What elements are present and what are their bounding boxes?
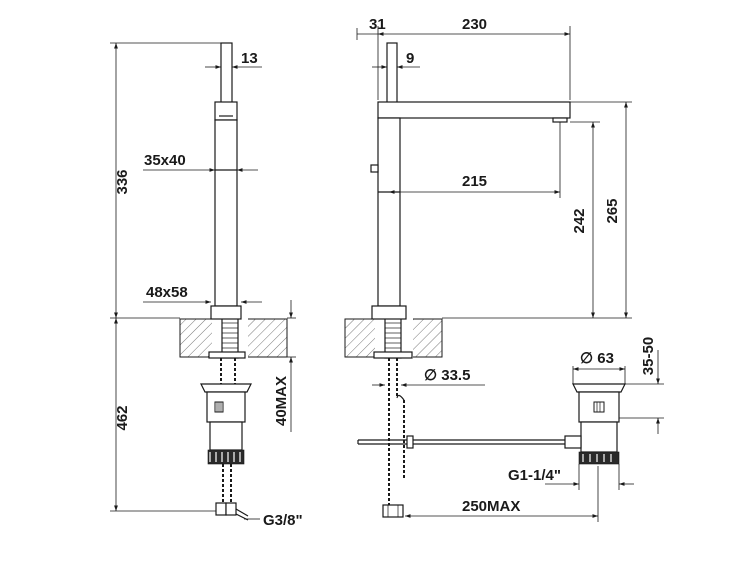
dim-250max-label: 250MAX [462, 498, 520, 515]
side-view: 31 230 9 215 242 265 ∅ 33.5 ∅ 63 [344, 16, 664, 522]
side-lever-handle [386, 42, 398, 104]
dim-462-label: 462 [114, 405, 131, 430]
dim-31-label: 31 [369, 16, 386, 33]
dim-g3-8-label: G3/8" [263, 512, 303, 529]
dim-9-label: 9 [406, 50, 414, 67]
dim-242-label: 242 [571, 208, 588, 233]
front-faucet-base [210, 305, 242, 320]
dim-230-label: 230 [462, 16, 487, 33]
front-popup-waste [200, 383, 252, 465]
dim-g1-1-4-label: G1-1/4" [508, 467, 561, 484]
side-popup-waste [564, 383, 626, 465]
front-faucet-body [214, 119, 238, 307]
side-flexible-hoses [382, 358, 405, 518]
dim-13-label: 13 [241, 50, 258, 67]
dim-35-50-label: 35-50 [640, 337, 657, 375]
front-lever-handle [220, 42, 233, 104]
side-faucet-base [371, 305, 407, 320]
dim-33-5-label: ∅ 33.5 [424, 367, 470, 384]
dim-35x40-label: 35x40 [144, 152, 186, 169]
dim-63-label: ∅ 63 [580, 350, 614, 367]
dim-215-label: 215 [462, 173, 487, 190]
front-view: 336 13 35x40 48x58 462 40MAX G3/8" [110, 42, 303, 529]
side-pull-rod [357, 435, 565, 449]
dim-336-label: 336 [114, 169, 131, 194]
front-flexible-hoses [215, 358, 249, 521]
dim-265-label: 265 [604, 198, 621, 223]
dim-48x58-label: 48x58 [146, 284, 188, 301]
side-spout [377, 101, 571, 119]
dim-40max-label: 40MAX [273, 376, 290, 426]
side-aerator [552, 117, 568, 123]
side-faucet-body [377, 117, 401, 307]
